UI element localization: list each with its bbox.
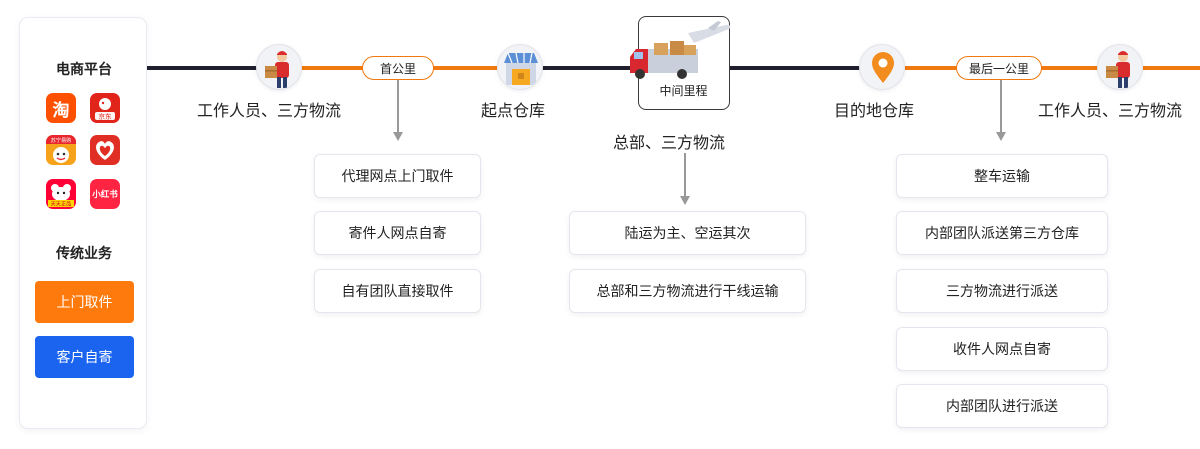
pinduoduo-icon[interactable] — [90, 135, 120, 165]
last-mile-step: 收件人网点自寄 — [896, 327, 1108, 371]
location-pin-icon — [859, 44, 905, 90]
middle-mile-step: 总部和三方物流进行干线运输 — [569, 269, 806, 313]
last-mile-pill: 最后一公里 — [956, 56, 1042, 80]
hub-label: 总部、三方物流 — [613, 133, 726, 152]
traditional-title: 传统业务 — [56, 246, 112, 262]
worker-icon — [256, 44, 302, 90]
svg-text:苏宁易购: 苏宁易购 — [51, 136, 72, 144]
pickup-button[interactable]: 上门取件 — [35, 281, 134, 323]
dest-warehouse-label: 目的地仓库 — [834, 101, 915, 120]
svg-text:天天正品: 天天正品 — [51, 201, 72, 208]
origin-warehouse-label: 起点仓库 — [481, 101, 546, 120]
svg-text:京东: 京东 — [99, 112, 113, 121]
last-mile-step: 整车运输 — [896, 154, 1108, 198]
arrow-down-icon — [393, 132, 403, 141]
ecommerce-title: 电商平台 — [56, 62, 112, 78]
arrow-line — [397, 80, 399, 133]
end-worker-label: 工作人员、三方物流 — [1038, 101, 1183, 120]
suning-icon[interactable]: 苏宁易购 — [46, 135, 76, 165]
connector-line — [730, 66, 861, 70]
last-mile-line — [1143, 66, 1200, 70]
source-panel: 电商平台 淘 京东 苏宁易购 — [19, 17, 147, 429]
first-mile-step: 代理网点上门取件 — [314, 154, 481, 198]
middle-mile-hub: 中间里程 — [630, 16, 731, 110]
middle-mile-label: 中间里程 — [659, 84, 708, 98]
worker-icon — [1097, 44, 1143, 90]
last-mile-step: 三方物流进行派送 — [896, 269, 1108, 313]
arrow-down-icon — [996, 132, 1006, 141]
taobao-icon[interactable]: 淘 — [46, 93, 76, 123]
warehouse-icon — [497, 44, 543, 90]
arrow-down-icon — [680, 196, 690, 205]
connector-line — [541, 66, 638, 70]
last-mile-step: 内部团队派送第三方仓库 — [896, 211, 1108, 255]
jd-icon[interactable]: 京东 — [90, 93, 120, 123]
arrow-line — [1000, 80, 1002, 133]
self-send-button[interactable]: 客户自寄 — [35, 336, 134, 378]
tmall-super-icon[interactable]: 天天正品 — [46, 179, 76, 209]
middle-mile-step: 陆运为主、空运其次 — [569, 211, 806, 255]
first-mile-pill: 首公里 — [362, 56, 434, 80]
xiaohongshu-icon[interactable]: 小红书 — [90, 179, 120, 209]
first-mile-step: 寄件人网点自寄 — [314, 211, 481, 255]
truck-plane-icon — [630, 21, 731, 79]
first-mile-step: 自有团队直接取件 — [314, 269, 481, 313]
arrow-line — [684, 153, 686, 197]
start-worker-label: 工作人员、三方物流 — [197, 101, 342, 120]
last-mile-step: 内部团队进行派送 — [896, 384, 1108, 428]
connector-line — [147, 66, 257, 70]
